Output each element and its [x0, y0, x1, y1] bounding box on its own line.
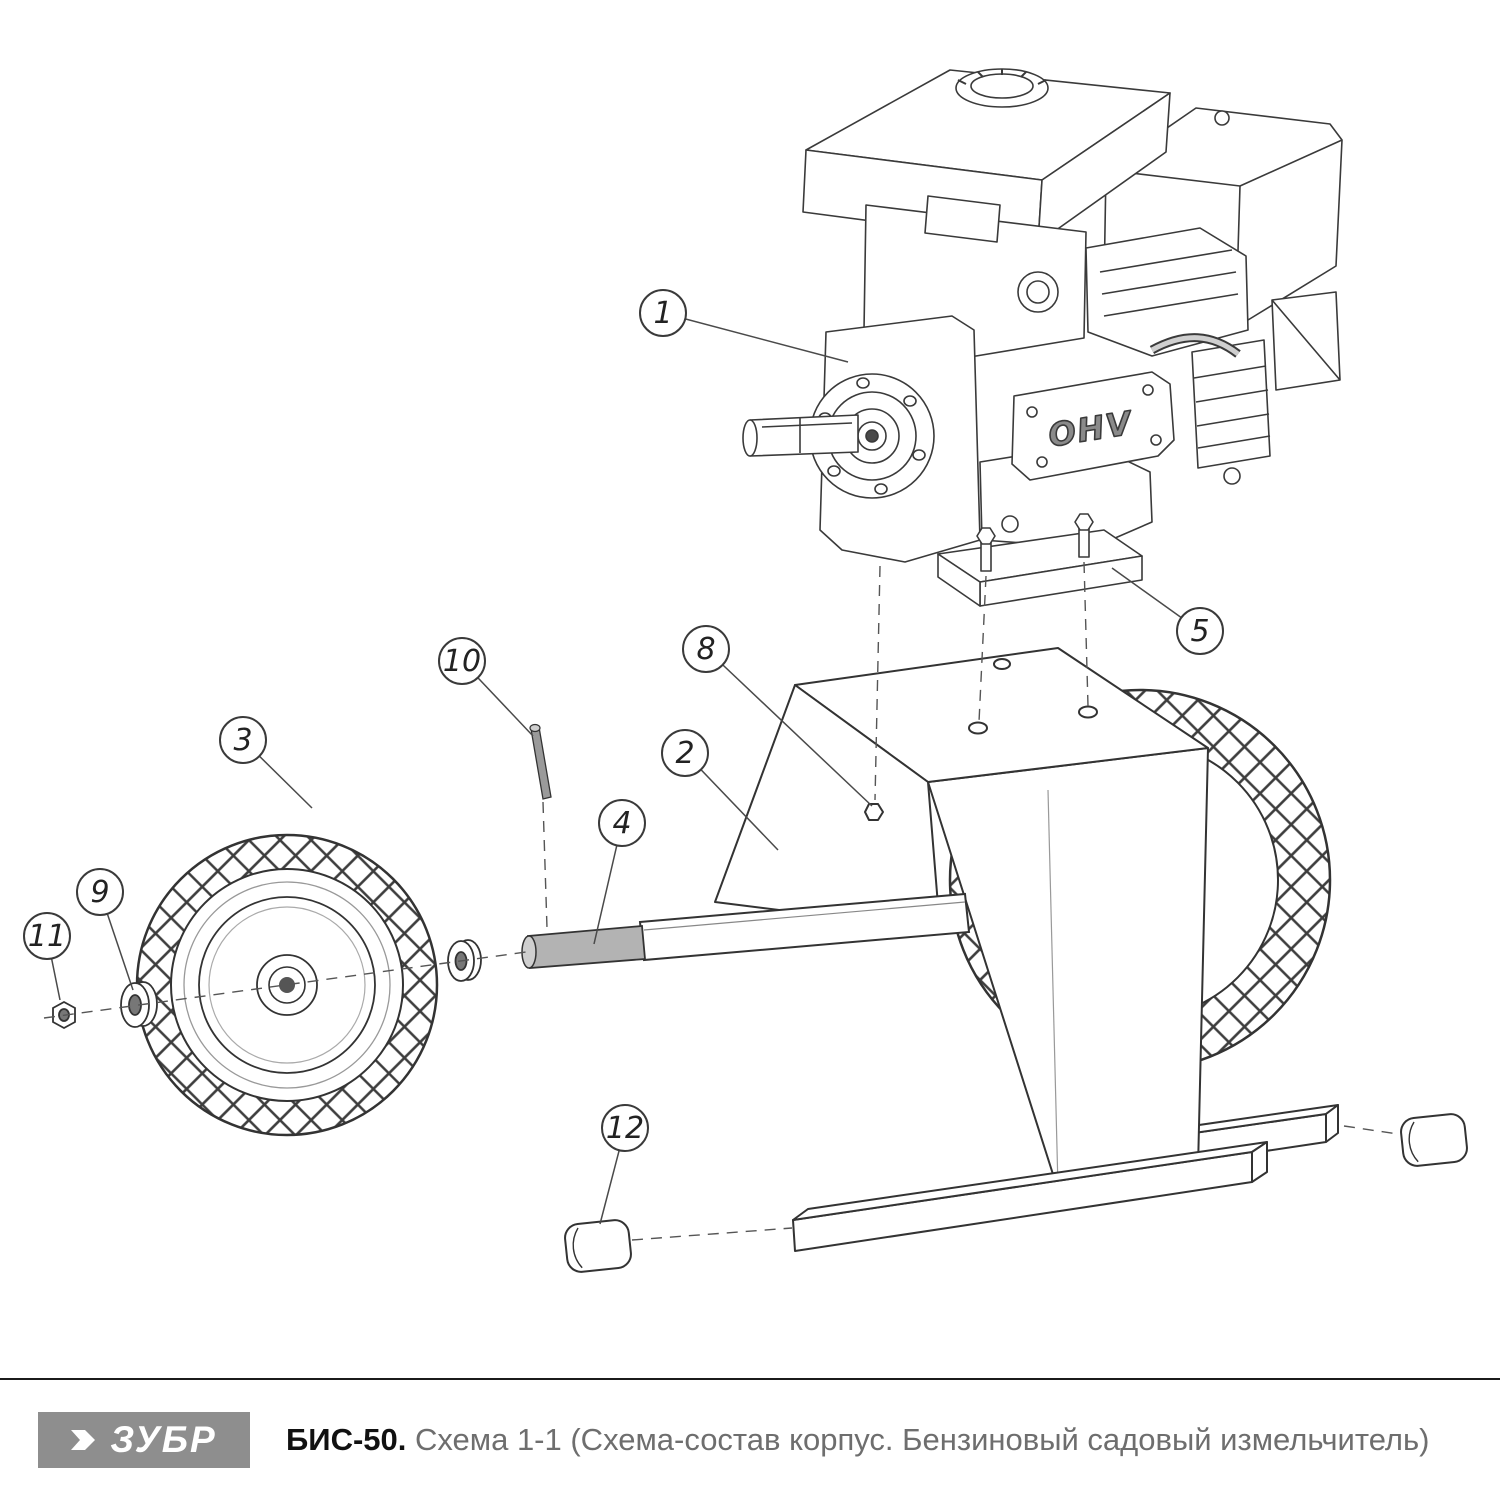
- svg-text:1: 1: [653, 296, 672, 331]
- engine-muffler: [1191, 339, 1271, 469]
- axle-shaft: [527, 925, 646, 969]
- mount-hole: [968, 721, 988, 735]
- callout-9: 9: [76, 868, 134, 991]
- zubr-logo: ЗУБР: [38, 1412, 250, 1468]
- engine-valve-cover: [1011, 371, 1175, 481]
- engine-cylinder-head: [1085, 227, 1249, 357]
- mount-hole: [1078, 705, 1098, 719]
- callout-10: 10: [438, 637, 534, 737]
- svg-text:4: 4: [612, 806, 631, 841]
- frame-housing: [714, 647, 1209, 1191]
- callout-8: 8: [682, 625, 873, 807]
- foot-cap-left: [564, 1219, 632, 1273]
- callout-1: 1: [639, 289, 849, 363]
- brand-name: ЗУБР: [110, 1419, 217, 1460]
- svg-text:10: 10: [443, 644, 481, 679]
- foot-cap-right: [1400, 1113, 1468, 1167]
- zubr-logo-mark: [71, 1430, 96, 1450]
- svg-text:2: 2: [675, 736, 694, 771]
- cotter-pin: [529, 723, 552, 800]
- mount-hole: [993, 658, 1011, 670]
- exploded-parts-diagram: OHV: [23, 68, 1468, 1273]
- callout-12: 12: [599, 1104, 649, 1225]
- svg-text:12: 12: [606, 1111, 644, 1146]
- footer-bar: ЗУБР БИС-50. Схема 1-1 (Схема-состав кор…: [0, 1378, 1500, 1500]
- front-skid: [792, 1141, 1268, 1252]
- engine-mount-bolt-left: [976, 527, 996, 572]
- frame-mount-nut: [864, 803, 884, 821]
- engine-mount-bolt-right: [1074, 513, 1094, 558]
- callout-5: 5: [1111, 567, 1224, 655]
- construction-lines: [43, 561, 1399, 1241]
- left-wheel: [135, 833, 439, 1137]
- engine-crankshaft: [749, 414, 859, 457]
- callout-11: 11: [23, 912, 71, 1001]
- svg-text:9: 9: [90, 875, 109, 910]
- diagram-caption: БИС-50. Схема 1-1 (Схема-состав корпус. …: [286, 1422, 1430, 1458]
- svg-text:11: 11: [28, 919, 66, 954]
- axle-assembly: [521, 892, 971, 969]
- diagram-subtitle: Схема 1-1 (Схема-состав корпус. Бензинов…: [415, 1422, 1430, 1457]
- engine-assembly: OHV: [742, 68, 1343, 607]
- callout-4: 4: [593, 799, 646, 945]
- wheel-washer: [120, 981, 158, 1028]
- svg-text:5: 5: [1190, 614, 1209, 649]
- frame-right-panel: [927, 747, 1209, 1191]
- callout-2: 2: [661, 729, 779, 851]
- model-name: БИС-50.: [286, 1422, 407, 1457]
- svg-text:8: 8: [696, 632, 715, 667]
- svg-text:3: 3: [233, 723, 252, 758]
- callout-3: 3: [219, 716, 313, 809]
